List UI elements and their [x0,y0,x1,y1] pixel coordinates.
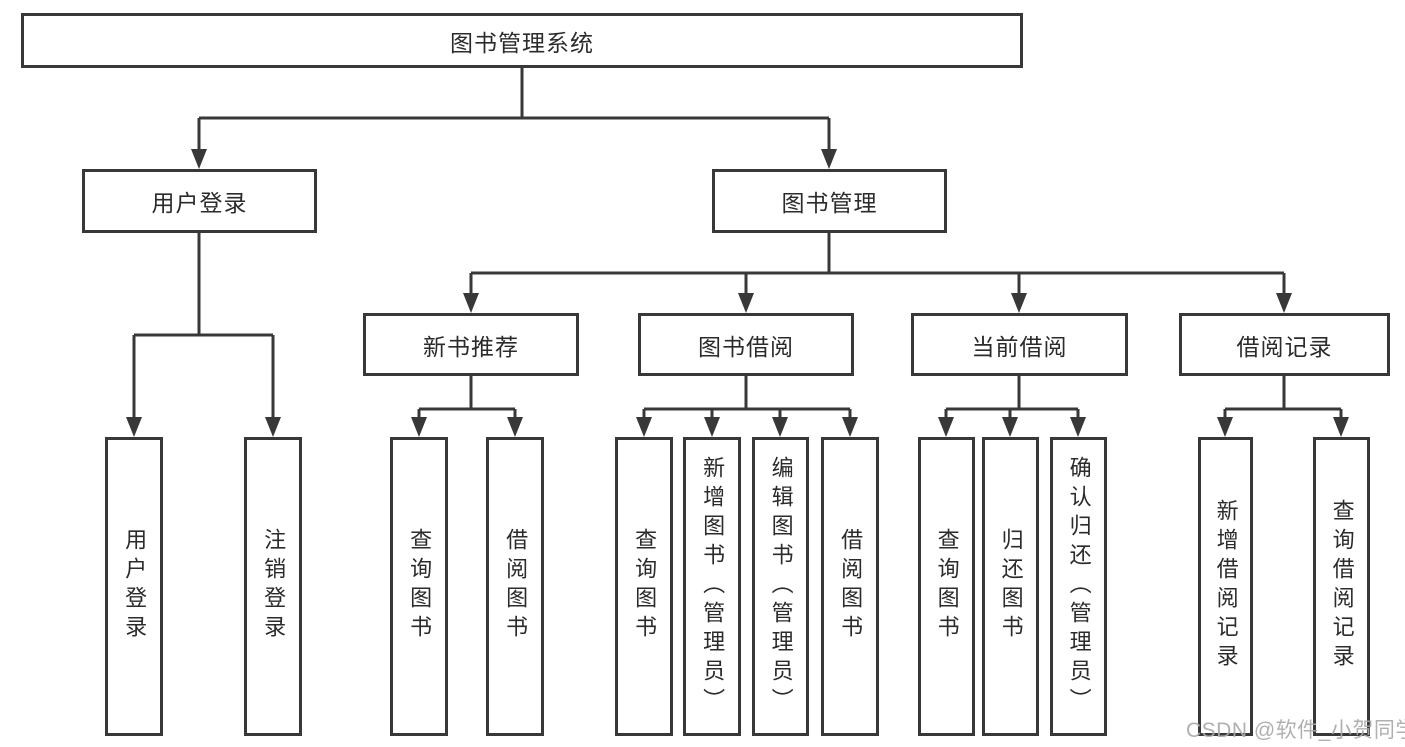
leaf-borrow-books-label: 借阅图书 [838,528,864,645]
leaf-return-books-label: 归还图书 [998,528,1024,645]
connector-borrow-records [1223,376,1343,420]
leaf-add-books-admin: 新增图书（管理员） [683,437,741,736]
node-borrow-records-label: 借阅记录 [1236,333,1333,360]
leaf-logout: 注销登录 [244,437,302,736]
node-book-borrow-label: 图书借阅 [698,333,794,360]
node-book-management-label: 图书管理 [781,190,878,216]
arrowheads [126,149,1349,437]
leaf-current-query-books: 查询图书 [918,437,975,736]
leaf-edit-books-admin: 编辑图书（管理员） [752,437,809,736]
leaf-confirm-return-admin: 确认归还（管理员） [1050,437,1107,736]
leaf-add-borrow-record-label: 新增借阅记录 [1213,499,1239,674]
leaf-current-query-books-label: 查询图书 [934,528,960,645]
leaf-borrow-query-books-label: 查询图书 [632,528,658,645]
leaf-recommend-borrow-books-label: 借阅图书 [503,528,529,645]
connector-book-management [469,233,1286,296]
node-root: 图书管理系统 [21,13,1023,68]
node-root-label: 图书管理系统 [450,29,594,56]
node-new-book-recommend: 新书推荐 [363,313,579,376]
leaf-recommend-borrow-books: 借阅图书 [486,437,544,736]
leaf-add-books-admin-label: 新增图书（管理员） [700,455,726,718]
node-user-login: 用户登录 [82,169,317,233]
leaf-borrow-query-books: 查询图书 [615,437,673,736]
leaf-recommend-query-books: 查询图书 [390,437,448,736]
node-user-login-label: 用户登录 [151,190,248,216]
leaf-query-borrow-record-label: 查询借阅记录 [1329,499,1355,674]
node-current-borrow: 当前借阅 [911,313,1128,376]
leaf-borrow-books: 借阅图书 [821,437,879,736]
leaf-query-borrow-record: 查询借阅记录 [1313,437,1370,736]
leaf-add-borrow-record: 新增借阅记录 [1198,437,1253,736]
leaf-user-login: 用户登录 [105,437,163,736]
leaf-confirm-return-admin-label: 确认归还（管理员） [1066,455,1092,718]
leaf-recommend-query-books-label: 查询图书 [407,528,433,645]
connector-book-borrow [642,376,852,420]
node-current-borrow-label: 当前借阅 [971,333,1068,360]
leaf-return-books: 归还图书 [982,437,1039,736]
node-borrow-records: 借阅记录 [1179,313,1390,376]
connector-root [197,68,831,152]
node-book-borrow: 图书借阅 [638,313,854,376]
connector-current-borrow [944,376,1080,420]
watermark-text: CSDN @软件_小贺同学 [1186,719,1405,742]
leaf-user-login-label: 用户登录 [122,528,148,645]
connector-new-book-recommend [417,376,517,420]
connector-user-login [132,233,275,420]
leaf-edit-books-admin-label: 编辑图书（管理员） [768,455,794,718]
node-new-book-recommend-label: 新书推荐 [423,333,519,360]
node-book-management: 图书管理 [712,169,947,233]
leaf-logout-label: 注销登录 [261,528,287,645]
